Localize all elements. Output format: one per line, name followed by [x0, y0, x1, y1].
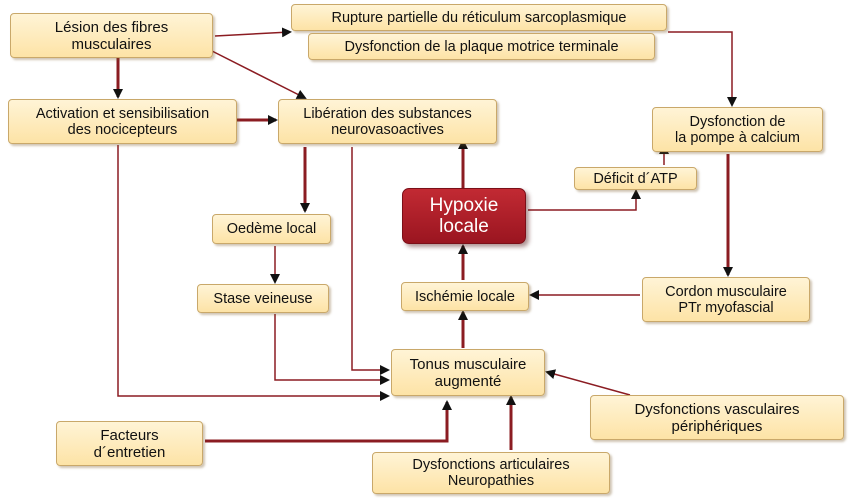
node-oedeme-local: Oedème local: [212, 214, 331, 244]
arrow-lesion-to-liberation: [209, 49, 307, 99]
node-stase-veineuse: Stase veineuse: [197, 284, 329, 313]
node-liberation-substances: Libération des substances neurovasoactiv…: [278, 99, 497, 144]
node-lesion-fibres: Lésion des fibres musculaires: [10, 13, 213, 58]
node-dysfonctions-vasculaires: Dysfonctions vasculaires périphériques: [590, 395, 844, 440]
node-ischemie-locale: Ischémie locale: [401, 282, 529, 311]
node-activation-nocicepteurs: Activation et sensibilisation des nocice…: [8, 99, 237, 144]
arrow-lesion-to-rupture: [214, 27, 292, 38]
node-facteurs-entretien: Facteurs d´entretien: [56, 421, 203, 466]
arrow-facteurs-to-tonus: [205, 400, 452, 443]
arrow-hypoxie-to-deficit: [528, 189, 641, 211]
node-tonus-augmente: Tonus musculaire augmenté: [391, 349, 545, 396]
node-deficit-atp: Déficit d´ATP: [574, 167, 697, 190]
node-dysfonction-plaque: Dysfonction de la plaque motrice termina…: [308, 33, 655, 60]
arrow-vasculaires-to-tonus: [545, 369, 631, 396]
arrow-liberation-to-tonus: [351, 147, 390, 375]
node-dysfonctions-articulaires: Dysfonctions articulaires Neuropathies: [372, 452, 610, 494]
arrow-plaque-to-pompe: [668, 31, 737, 107]
node-hypoxie-locale: Hypoxie locale: [402, 188, 526, 244]
node-cordon-musculaire: Cordon musculaire PTr myofascial: [642, 277, 810, 322]
arrow-stase-to-tonus: [274, 314, 390, 385]
arrow-activation-to-tonus: [117, 145, 390, 401]
node-rupture-reticulum: Rupture partielle du réticulum sarcoplas…: [291, 4, 667, 31]
node-pompe-calcium: Dysfonction de la pompe à calcium: [652, 107, 823, 152]
